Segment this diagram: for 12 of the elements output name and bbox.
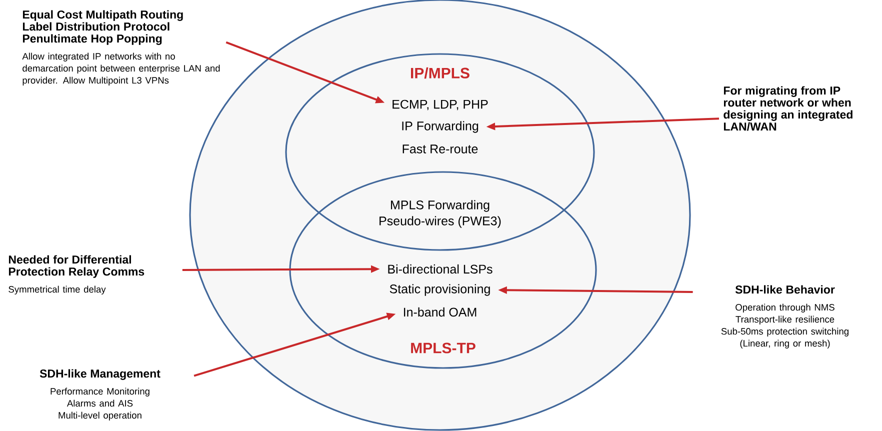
item-text: In-band OAM — [404, 307, 476, 317]
item-text: Static provisioning — [390, 284, 490, 296]
annotation-text: SDH-like Behavior Operation through NMS Transport-like resilience Sub-50ms protection switching (Linear, ring or mesh) — [721, 285, 848, 348]
annotation-text: SDH-like Management Performance Monitoring Alarms and AIS Multi-level operation — [40, 369, 160, 420]
item-text: IP Forwarding — [402, 121, 478, 133]
item-text: MPLS Forwarding Pseudo-wires (PWE3) — [380, 200, 501, 228]
item-text: Fast Re-route — [402, 144, 478, 154]
item-text: ECMP, LDP, PHP — [392, 100, 488, 110]
annotation-text: Needed for Differential Protection Relay Comms Symmetrical time delay — [8, 255, 144, 294]
item-text: Bi-directional LSPs — [388, 264, 492, 274]
annotation-text: For migrating from IP router network or when designing an integrated LAN/WAN — [724, 86, 852, 131]
annotation-text: Equal Cost Multipath Routing Label Distribution Protocol Penultimate Hop Popping Allow integrated IP networks with no demarcation point between enterprise LAN and provider. Allow Multipoint L3 VPNs — [22, 10, 220, 86]
